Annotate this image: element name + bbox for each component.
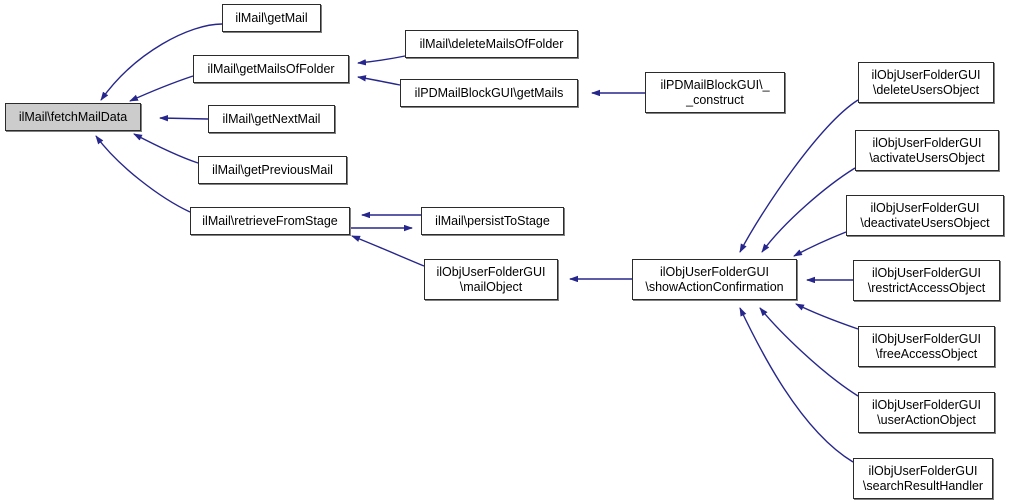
edge-deactivateUsersObject-to-showActionConfirmation: [793, 231, 847, 257]
node-label-fetchMailData: ilMail\fetchMailData: [18, 109, 128, 124]
edge-deleteMailsOfFolder-to-getMailsOfFolder: [357, 55, 406, 66]
edge-freeAccessObject-to-showActionConfirmation: [795, 303, 859, 330]
node-deactivateUsersObject[interactable]: ilObjUserFolderGUI \deactivateUsersObjec…: [846, 195, 1004, 236]
node-label-construct: ilPDMailBlockGUI\_ _construct: [660, 77, 770, 107]
node-fetchMailData[interactable]: ilMail\fetchMailData: [5, 103, 141, 131]
node-searchResultHandler[interactable]: ilObjUserFolderGUI \searchResultHandler: [853, 458, 993, 499]
node-label-userActionObject: ilObjUserFolderGUI \userActionObject: [871, 397, 982, 427]
edge-getNextMail-to-fetchMailData: [159, 114, 209, 122]
node-label-getPreviousMail: ilMail\getPreviousMail: [212, 162, 333, 177]
node-persistToStage[interactable]: ilMail\persistToStage: [421, 207, 564, 235]
node-label-deleteUsersObject: ilObjUserFolderGUI \deleteUsersObject: [871, 67, 981, 97]
node-retrieveFromStage[interactable]: ilMail\retrieveFromStage: [190, 207, 350, 235]
node-label-deleteMailsOfFolder: ilMail\deleteMailsOfFolder: [419, 36, 564, 51]
node-getNextMail[interactable]: ilMail\getNextMail: [208, 105, 335, 133]
node-activateUsersObject[interactable]: ilObjUserFolderGUI \activateUsersObject: [855, 130, 999, 171]
node-label-getMailsOfFolder: ilMail\getMailsOfFolder: [207, 61, 335, 76]
edge-getPreviousMail-to-fetchMailData: [133, 133, 199, 164]
edge-getMailsOfFolder-to-fetchMailData: [129, 75, 194, 102]
node-deleteMailsOfFolder[interactable]: ilMail\deleteMailsOfFolder: [405, 30, 578, 58]
node-label-retrieveFromStage: ilMail\retrieveFromStage: [202, 213, 338, 228]
node-label-persistToStage: ilMail\persistToStage: [435, 213, 550, 228]
node-label-restrictAccessObject: ilObjUserFolderGUI \restrictAccessObject: [867, 265, 986, 295]
node-mailObject[interactable]: ilObjUserFolderGUI \mailObject: [424, 259, 558, 300]
edge-mailObject-to-retrieveFromStage: [351, 235, 425, 267]
node-label-mailObject: ilObjUserFolderGUI \mailObject: [436, 264, 546, 294]
node-construct[interactable]: ilPDMailBlockGUI\_ _construct: [645, 72, 785, 113]
edge-getMails-to-getMailsOfFolder: [357, 75, 401, 86]
edge-retrieveFromStage-to-fetchMailData: [95, 135, 191, 213]
node-freeAccessObject[interactable]: ilObjUserFolderGUI \freeAccessObject: [858, 326, 995, 367]
node-getMails[interactable]: ilPDMailBlockGUI\getMails: [400, 79, 578, 107]
node-label-deactivateUsersObject: ilObjUserFolderGUI \deactivateUsersObjec…: [860, 200, 990, 230]
node-userActionObject[interactable]: ilObjUserFolderGUI \userActionObject: [858, 392, 995, 433]
node-getPreviousMail[interactable]: ilMail\getPreviousMail: [198, 156, 347, 184]
node-label-getNextMail: ilMail\getNextMail: [222, 111, 321, 126]
node-label-getMails: ilPDMailBlockGUI\getMails: [414, 85, 564, 100]
node-getMailsOfFolder[interactable]: ilMail\getMailsOfFolder: [193, 55, 349, 83]
node-getMail[interactable]: ilMail\getMail: [222, 4, 321, 32]
edge-userActionObject-to-showActionConfirmation: [759, 307, 859, 397]
edge-searchResultHandler-to-showActionConfirmation: [739, 307, 854, 463]
node-deleteUsersObject[interactable]: ilObjUserFolderGUI \deleteUsersObject: [858, 62, 994, 103]
node-label-getMail: ilMail\getMail: [235, 10, 308, 25]
edge-activateUsersObject-to-showActionConfirmation: [761, 167, 856, 253]
node-showActionConfirmation[interactable]: ilObjUserFolderGUI \showActionConfirmati…: [632, 259, 797, 300]
node-label-searchResultHandler: ilObjUserFolderGUI \searchResultHandler: [862, 463, 984, 493]
node-label-freeAccessObject: ilObjUserFolderGUI \freeAccessObject: [871, 331, 982, 361]
edge-deleteUsersObject-to-showActionConfirmation: [739, 99, 859, 253]
node-label-showActionConfirmation: ilObjUserFolderGUI \showActionConfirmati…: [645, 264, 784, 294]
node-label-activateUsersObject: ilObjUserFolderGUI \activateUsersObject: [869, 135, 985, 165]
node-restrictAccessObject[interactable]: ilObjUserFolderGUI \restrictAccessObject: [853, 260, 1000, 301]
